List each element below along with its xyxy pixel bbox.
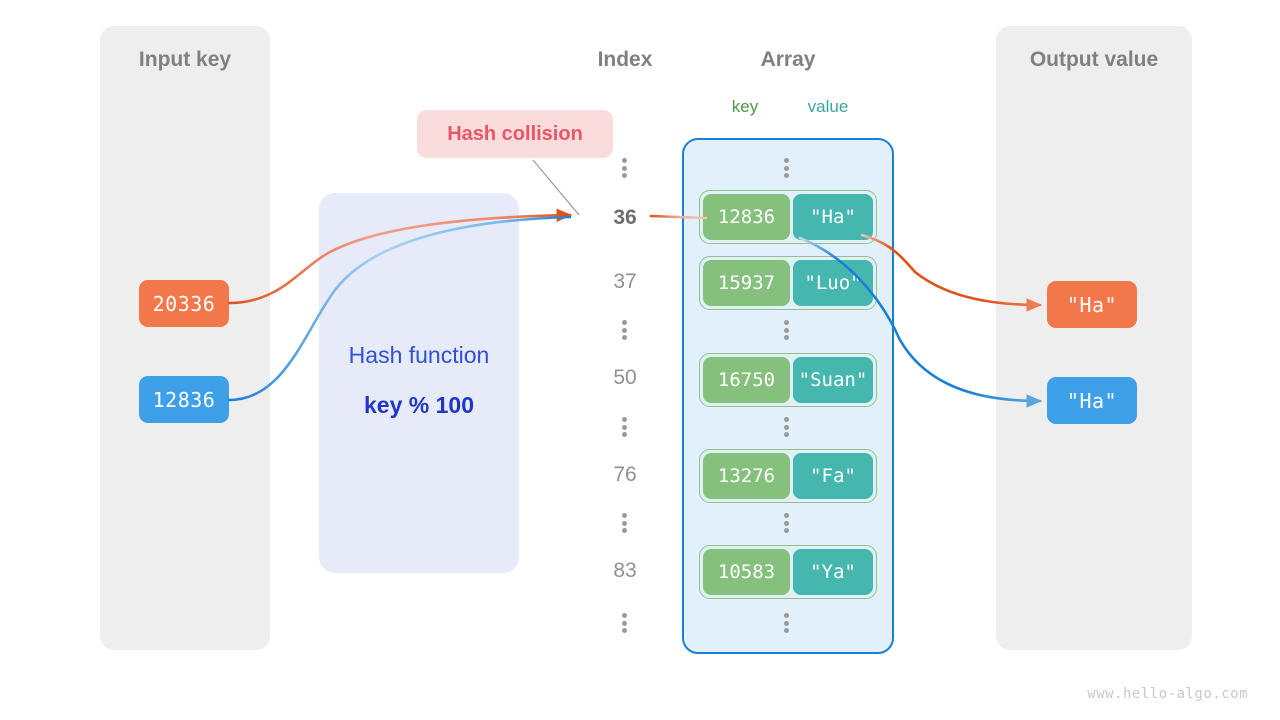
index-ellipsis-top [622, 158, 628, 178]
bucket-value: "Ya" [793, 549, 873, 595]
array-column-title: Array [760, 48, 816, 71]
output-value-pill-orange: "Ha" [1047, 281, 1137, 328]
index-ellipsis-3 [622, 513, 628, 533]
index-ellipsis-2 [622, 417, 628, 437]
index-label-37: 37 [613, 270, 637, 293]
bucket-key: 12836 [703, 194, 790, 240]
bucket-key: 13276 [703, 453, 790, 499]
bucket-key: 16750 [703, 357, 790, 403]
index-label-50: 50 [613, 366, 637, 389]
index-ellipsis-1 [622, 320, 628, 340]
index-label-76: 76 [613, 463, 637, 486]
input-key-panel [100, 26, 270, 650]
index-label-83: 83 [613, 559, 637, 582]
input-key-pill-label: 20336 [152, 291, 216, 316]
array-bucket-83: 10583 "Ya" [699, 545, 877, 599]
bucket-value: "Luo" [793, 260, 873, 306]
array-ellipsis-2 [784, 417, 790, 437]
output-value-pill-label: "Ha" [1066, 388, 1118, 413]
value-column-subtitle: value [807, 97, 849, 116]
array-ellipsis-3 [784, 513, 790, 533]
index-label-36: 36 [613, 206, 637, 229]
hash-function-box [319, 193, 519, 573]
hash-function-formula: key % 100 [364, 392, 474, 418]
bucket-value: "Suan" [793, 357, 873, 403]
output-value-pill-label: "Ha" [1066, 292, 1118, 317]
watermark: www.hello-algo.com [1087, 686, 1248, 702]
array-bucket-36: 12836 "Ha" [699, 190, 877, 244]
array-ellipsis-1 [784, 320, 790, 340]
hash-function-label: Hash function [348, 342, 490, 368]
input-key-pill-label: 12836 [152, 387, 216, 412]
input-key-pill-12836: 12836 [139, 376, 229, 423]
output-value-pill-blue: "Ha" [1047, 377, 1137, 424]
output-value-panel-title: Output value [1029, 48, 1159, 71]
bucket-key: 10583 [703, 549, 790, 595]
array-bucket-37: 15937 "Luo" [699, 256, 877, 310]
array-ellipsis-bottom [784, 613, 790, 633]
bucket-value: "Ha" [793, 194, 873, 240]
input-key-panel-title: Input key [138, 48, 232, 71]
collision-leader-line [532, 159, 580, 216]
index-ellipsis-bottom [622, 613, 628, 633]
key-column-subtitle: key [731, 97, 759, 116]
input-key-pill-20336: 20336 [139, 280, 229, 327]
output-value-panel [996, 26, 1192, 650]
bucket-value: "Fa" [793, 453, 873, 499]
bucket-key: 15937 [703, 260, 790, 306]
index-column-title: Index [597, 48, 653, 71]
array-bucket-76: 13276 "Fa" [699, 449, 877, 503]
array-bucket-50: 16750 "Suan" [699, 353, 877, 407]
array-ellipsis-top [784, 158, 790, 178]
hash-collision-callout: Hash collision [417, 110, 613, 158]
hash-collision-label: Hash collision [447, 122, 583, 145]
